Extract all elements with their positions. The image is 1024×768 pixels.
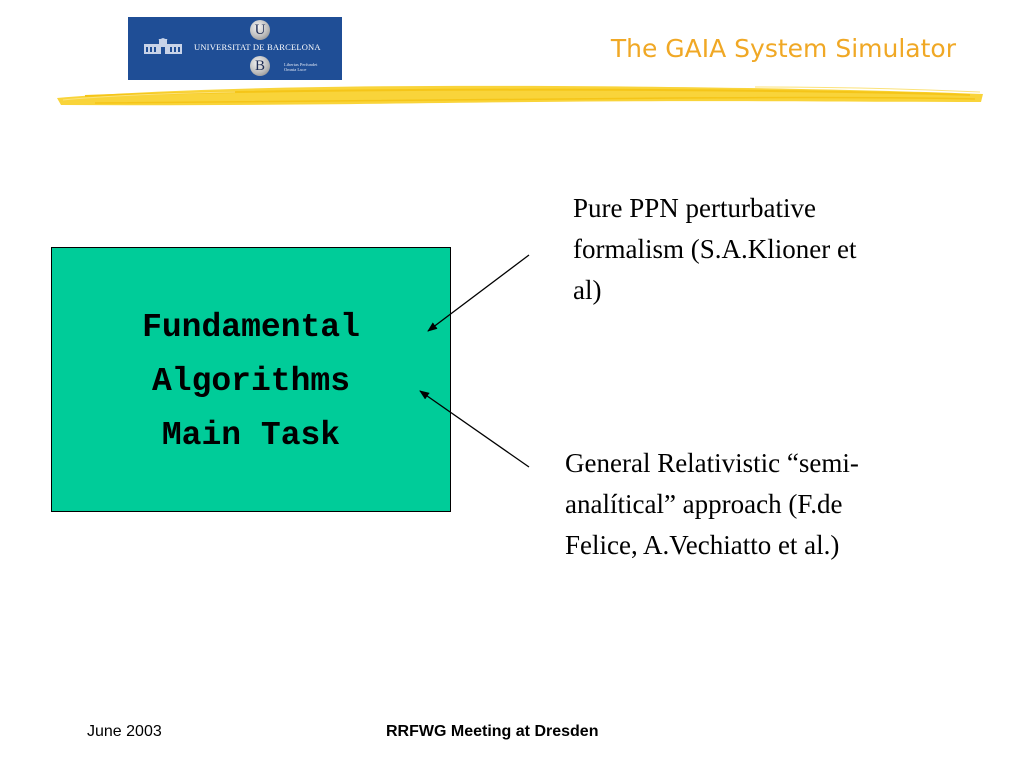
logo-b-emblem: B	[250, 56, 270, 76]
header-highlighter-swoosh	[57, 85, 983, 106]
university-logo: U UNIVERSITAT DE BARCELONA B Libertas Pe…	[128, 17, 342, 80]
main-task-line: Fundamental	[142, 308, 360, 346]
note-line: Felice, A.Vechiatto et al.)	[565, 530, 840, 560]
presentation-title: The GAIA System Simulator	[610, 34, 956, 63]
university-building-icon	[144, 38, 182, 54]
main-task-box: Fundamental Algorithms Main Task	[51, 247, 451, 512]
note-line: analítical” approach (F.de	[565, 489, 843, 519]
note-line: al)	[573, 275, 602, 305]
logo-u-emblem: U	[250, 20, 270, 40]
logo-tagline-line: Libertas Perfundet	[284, 62, 318, 67]
arrow-bottom-connector	[419, 390, 530, 468]
footer-date: June 2003	[87, 723, 162, 740]
ppn-formalism-note: Pure PPN perturbative formalism (S.A.Kli…	[573, 188, 856, 311]
note-line: formalism (S.A.Klioner et	[573, 234, 857, 264]
logo-tagline-line: Omnia Luce	[284, 67, 307, 72]
logo-tagline: Libertas Perfundet Omnia Luce	[284, 62, 324, 72]
main-task-line: Main Task	[161, 416, 341, 454]
arrow-top-connector	[427, 254, 530, 332]
footer-meeting-title: RRFWG Meeting at Dresden	[386, 723, 599, 740]
main-task-line: Algorithms	[151, 362, 351, 400]
note-line: Pure PPN perturbative	[573, 193, 816, 223]
note-line: General Relativistic “semi-	[565, 448, 859, 478]
university-name: UNIVERSITAT DE BARCELONA	[194, 42, 321, 52]
relativistic-approach-note: General Relativistic “semi- analítical” …	[565, 443, 859, 566]
